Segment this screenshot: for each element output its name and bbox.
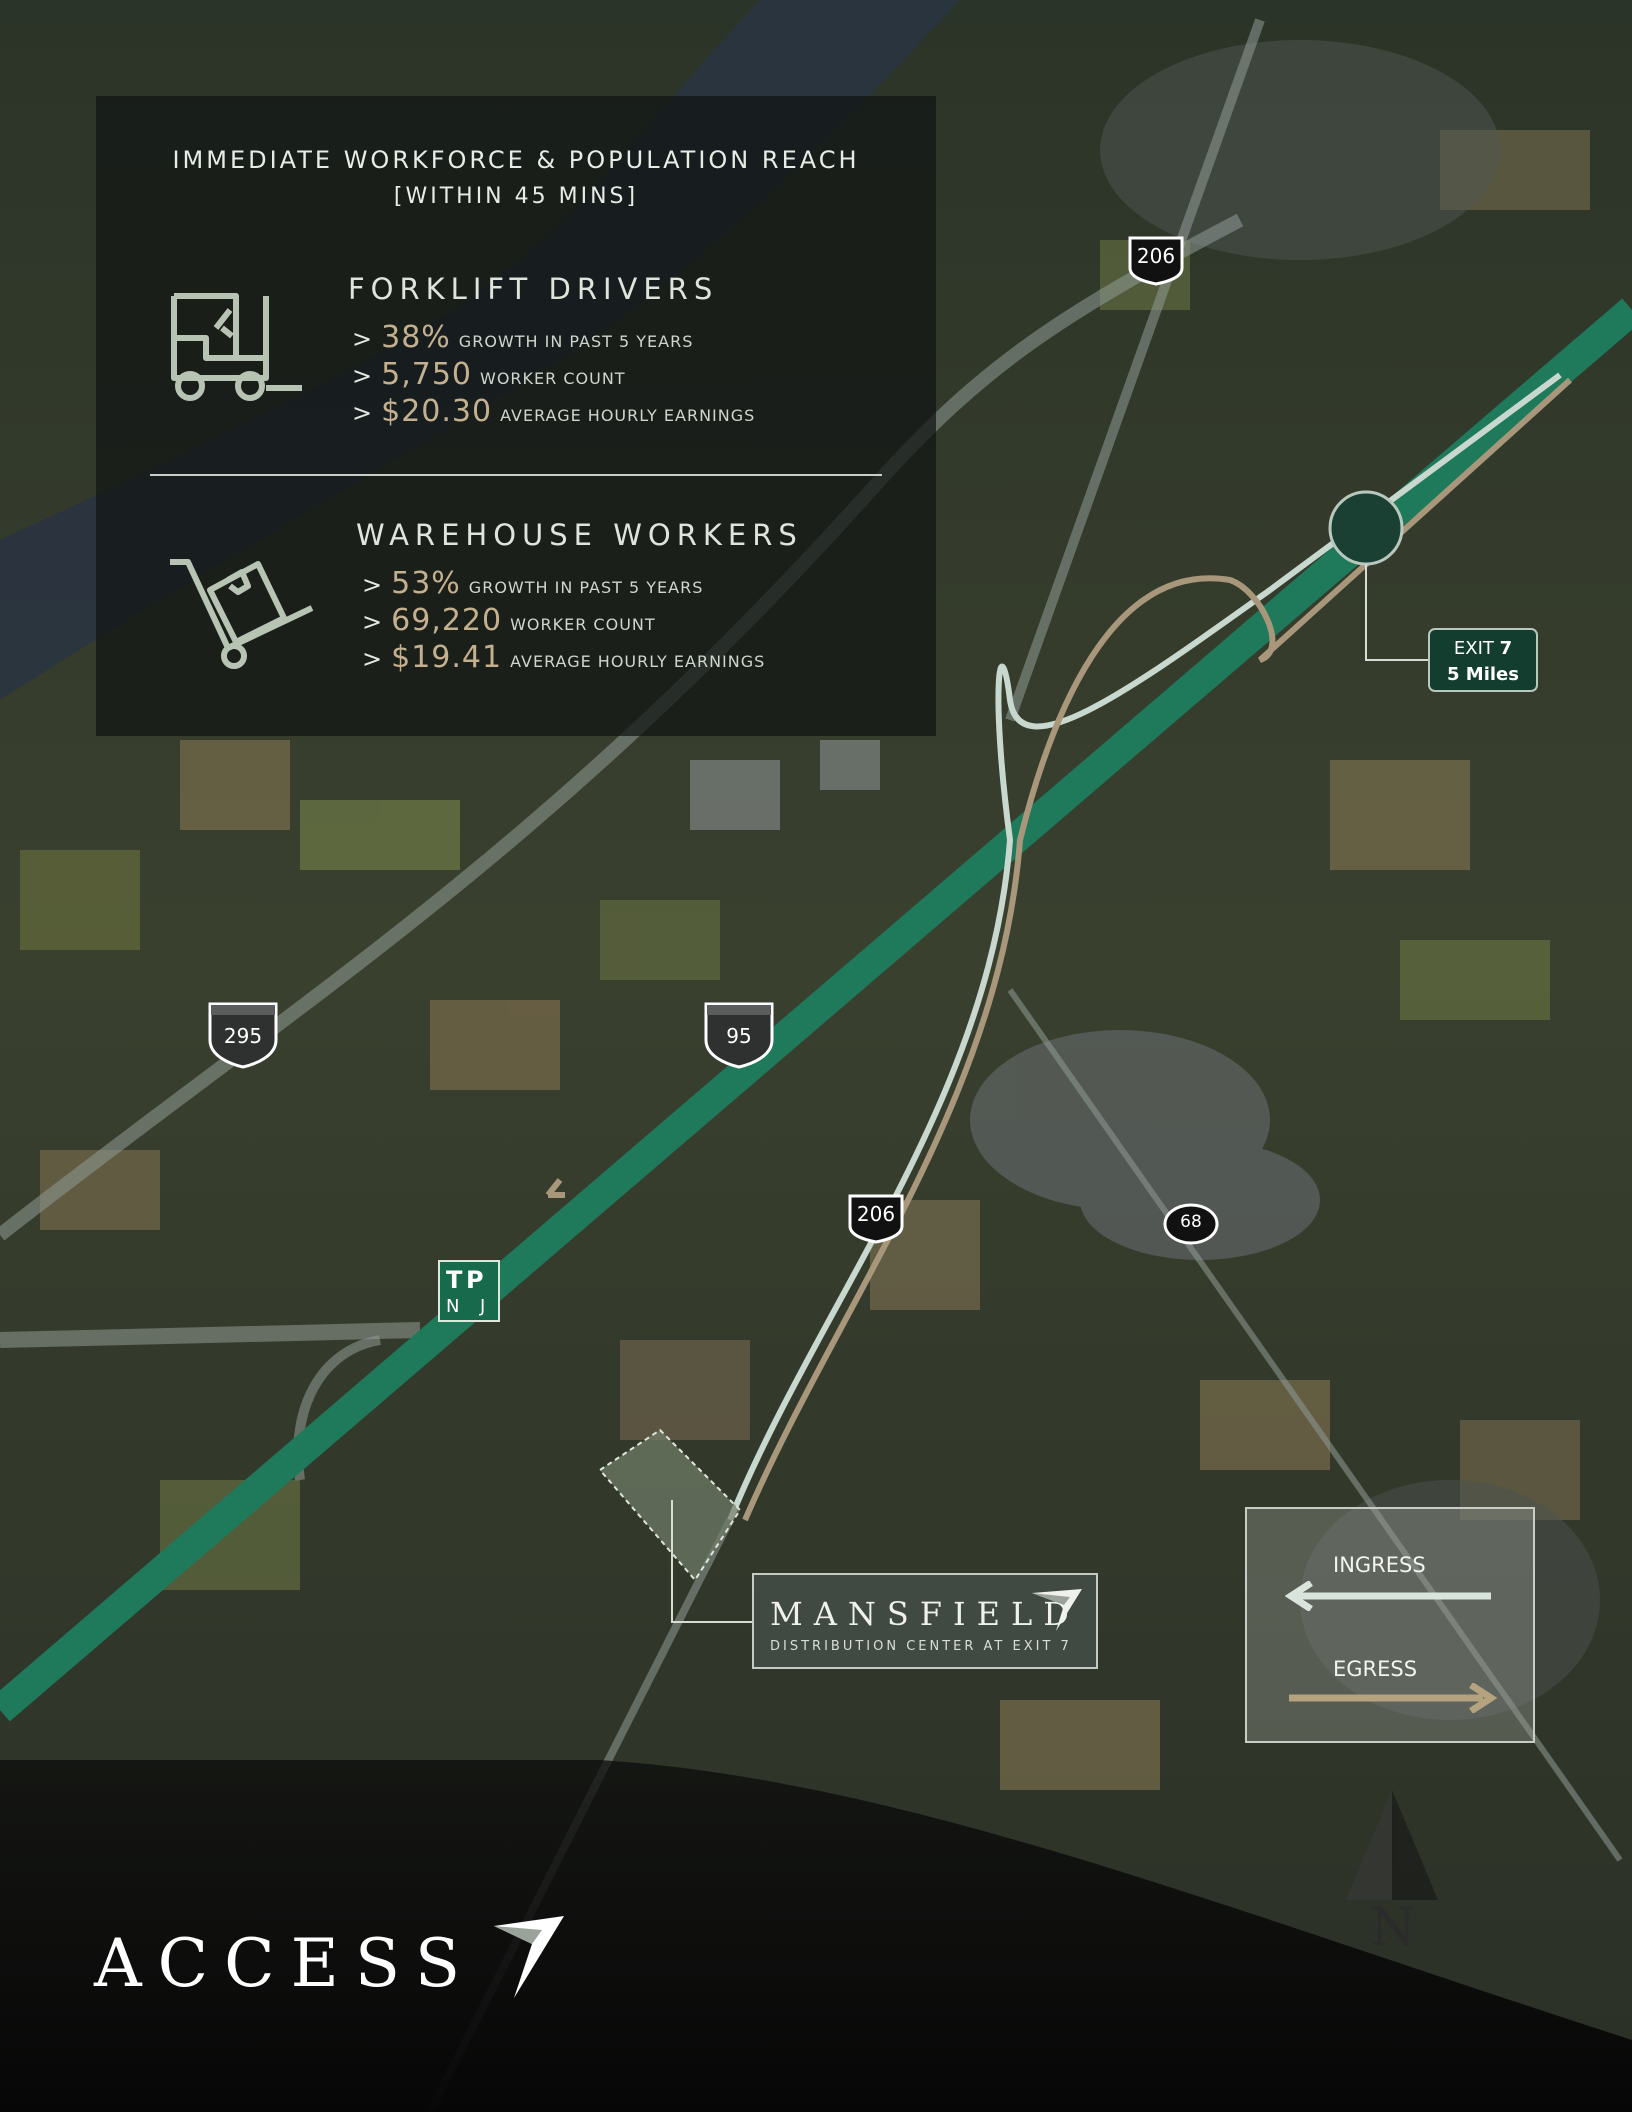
north-arrow <box>1346 1790 1438 1900</box>
turnpike-letter-t: T <box>446 1266 463 1294</box>
warehouse-workers-title: WAREHOUSE WORKERS <box>356 518 803 552</box>
i95-shield <box>704 1002 774 1069</box>
exit-label: EXIT <box>1453 638 1494 659</box>
route-206-shield-south <box>848 1194 904 1244</box>
panel-subtitle: [WITHIN 45 MINS] <box>393 184 639 209</box>
exit-number: 7 <box>1499 638 1513 659</box>
workforce-panel <box>96 96 936 736</box>
forklift-earnings-value: $20.30 <box>381 394 493 429</box>
forklift-icon <box>171 293 302 401</box>
exit-marker <box>1328 490 1404 566</box>
warehouse-growth-value: 53% <box>391 566 461 601</box>
warehouse-count-value: 69,220 <box>391 603 503 638</box>
ingress-arrow-icon <box>1285 1581 1491 1611</box>
panel-divider <box>150 474 882 476</box>
site-title: MANSFIELD <box>770 1595 1080 1633</box>
built-areas <box>690 40 1600 1720</box>
map-legend: INGRESS EGRESS <box>1245 1507 1535 1743</box>
site-leader-line <box>671 1500 754 1623</box>
route-206-number-south: 206 <box>856 1202 896 1226</box>
brand-title: ACCESS <box>94 1925 477 2002</box>
forklift-count-value: 5,750 <box>381 357 472 392</box>
site-outline <box>598 1428 742 1582</box>
exit-distance: 5 Miles <box>1447 664 1519 685</box>
hand-truck-icon <box>170 559 314 669</box>
turnpike-letter-n: N <box>446 1296 460 1317</box>
north-label: N <box>1370 1898 1416 1958</box>
access-brand-mark-icon <box>494 1916 564 1998</box>
forklift-count-label: WORKER COUNT <box>480 369 626 388</box>
forklift-growth-value: 38% <box>381 320 451 355</box>
route-68-shield <box>1163 1203 1219 1245</box>
panel-title: IMMEDIATE WORKFORCE & POPULATION REACH <box>172 146 860 174</box>
bottom-dark-band <box>0 1760 1632 2112</box>
exit-callout: EXIT 7 5 Miles <box>1428 628 1538 692</box>
warehouse-earnings-label: AVERAGE HOURLY EARNINGS <box>510 652 766 671</box>
legend-ingress-label: INGRESS <box>1333 1553 1426 1577</box>
forklift-drivers-title: FORKLIFT DRIVERS <box>348 272 719 306</box>
legend-egress-label: EGRESS <box>1333 1657 1418 1681</box>
exit-leader-line <box>1365 564 1430 661</box>
turnpike-letter-p: P <box>466 1266 484 1294</box>
warehouse-earnings-value: $19.41 <box>391 640 503 675</box>
i95-number: 95 <box>726 1024 752 1048</box>
forklift-growth-label: GROWTH IN PAST 5 YEARS <box>458 332 694 351</box>
forklift-earnings-label: AVERAGE HOURLY EARNINGS <box>500 406 756 425</box>
turnpike-letter-j: J <box>480 1296 486 1317</box>
route-206-north-road <box>1005 18 1265 722</box>
egress-arrow-icon <box>1289 1683 1498 1713</box>
nj-turnpike-badge: T P N J <box>438 1260 500 1322</box>
site-label: MANSFIELD DISTRIBUTION CENTER AT EXIT 7 <box>752 1573 1098 1669</box>
route-68-road <box>1007 988 1623 1862</box>
i295-shield <box>208 1002 278 1069</box>
warehouse-count-label: WORKER COUNT <box>510 615 656 634</box>
route-206-shield-north <box>1128 236 1184 286</box>
route-68-number: 68 <box>1180 1212 1202 1232</box>
route-206-number-north: 206 <box>1136 244 1176 268</box>
warehouse-stat-growth: >53%GROWTH IN PAST 5 YEARS <box>362 566 704 601</box>
farm-fields <box>20 130 1590 1790</box>
i295-number: 295 <box>223 1024 263 1048</box>
ingress-route <box>727 372 1562 1522</box>
warehouse-growth-label: GROWTH IN PAST 5 YEARS <box>468 578 704 597</box>
connector-road <box>0 1322 421 1348</box>
brand-mark-icon <box>1032 1589 1082 1631</box>
egress-arrow-turnpike <box>545 1178 565 1198</box>
site-subtitle: DISTRIBUTION CENTER AT EXIT 7 <box>770 1639 1072 1654</box>
forklift-stat-growth: >38%GROWTH IN PAST 5 YEARS <box>352 320 694 355</box>
egress-route <box>742 377 1573 1522</box>
